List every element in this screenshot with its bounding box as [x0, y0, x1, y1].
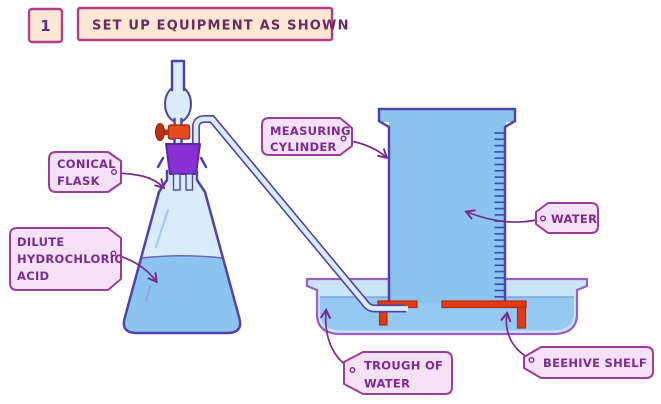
- label-conical-flask-line2: FLASK: [57, 174, 101, 188]
- flask-mouth-rim: [156, 156, 208, 169]
- tag-hole-icon: [528, 357, 535, 364]
- bung-tube-stub-right: [185, 173, 194, 191]
- flask-shine-dash: [144, 284, 152, 303]
- label-dilute-acid-line1: DILUTE: [17, 235, 65, 249]
- bung-tube-stub-left: [172, 173, 181, 191]
- funnel-stem-lower: [174, 139, 182, 146]
- step-header: 1 SET UP EQUIPMENT AS SHOWN: [27, 6, 350, 44]
- flask-liquid-surface: [141, 254, 223, 259]
- measuring-cylinder: [377, 107, 517, 305]
- stopcock-tap: [167, 124, 191, 140]
- label-beehive-shelf: [523, 346, 654, 379]
- label-dilute-acid: [9, 227, 122, 291]
- step-number: 1: [40, 17, 50, 35]
- tap-funnel: [155, 59, 192, 148]
- cylinder-outline: [377, 107, 517, 305]
- label-water-line1: WATER: [551, 212, 597, 226]
- step-number-box: [27, 7, 64, 44]
- label-tags: CONICAL FLASK DILUTE HYDROCHLORIC ACID M…: [9, 117, 654, 395]
- label-dilute-acid-line3: ACID: [17, 269, 49, 283]
- label-measuring-cylinder-line2: CYLINDER: [270, 140, 337, 154]
- conical-flask: [122, 59, 242, 335]
- label-measuring-cylinder: [261, 117, 353, 156]
- cylinder-body-water: [389, 120, 506, 303]
- label-conical-flask: [48, 151, 122, 193]
- tag-hole-icon: [110, 250, 117, 257]
- funnel-bulb: [164, 85, 192, 123]
- tap-handle: [155, 123, 165, 141]
- funnel-tube: [172, 60, 184, 90]
- tag-hole-icon: [110, 168, 117, 175]
- label-dilute-acid-line2: HYDROCHLORIC: [17, 252, 123, 266]
- rubber-bung: [165, 143, 201, 175]
- flask-shine: [154, 208, 170, 249]
- cylinder-base-flange: [378, 109, 515, 122]
- graduation-marks: [494, 132, 504, 298]
- label-water: [535, 202, 599, 234]
- arrow-water: [467, 212, 541, 223]
- label-trough-of-water: [343, 351, 453, 395]
- tag-hole-icon: [340, 135, 347, 142]
- beehive-shelf-right-leg: [516, 306, 527, 329]
- tag-hole-icon: [349, 367, 356, 374]
- tap-handle-stem: [160, 129, 170, 135]
- delivery-tube: [192, 115, 408, 313]
- instruction-text: SET UP EQUIPMENT AS SHOWN: [92, 19, 350, 34]
- label-beehive-line1: BEEHIVE SHELF: [543, 356, 647, 370]
- beehive-shelf: [377, 300, 527, 329]
- label-conical-flask-line1: CONICAL: [57, 157, 116, 171]
- beehive-shelf-right-bar: [441, 300, 527, 309]
- label-trough-line1: TROUGH OF: [364, 359, 443, 373]
- arrow-conical-flask: [116, 172, 163, 187]
- label-trough-line2: WATER: [364, 377, 410, 391]
- tag-hole-icon: [540, 215, 547, 222]
- instruction-box: [76, 6, 334, 42]
- funnel-stem-upper: [174, 119, 182, 127]
- funnel-tube-outline: [170, 59, 186, 92]
- flask-outline: [122, 169, 242, 335]
- label-measuring-cylinder-line1: MEASURING: [270, 124, 351, 138]
